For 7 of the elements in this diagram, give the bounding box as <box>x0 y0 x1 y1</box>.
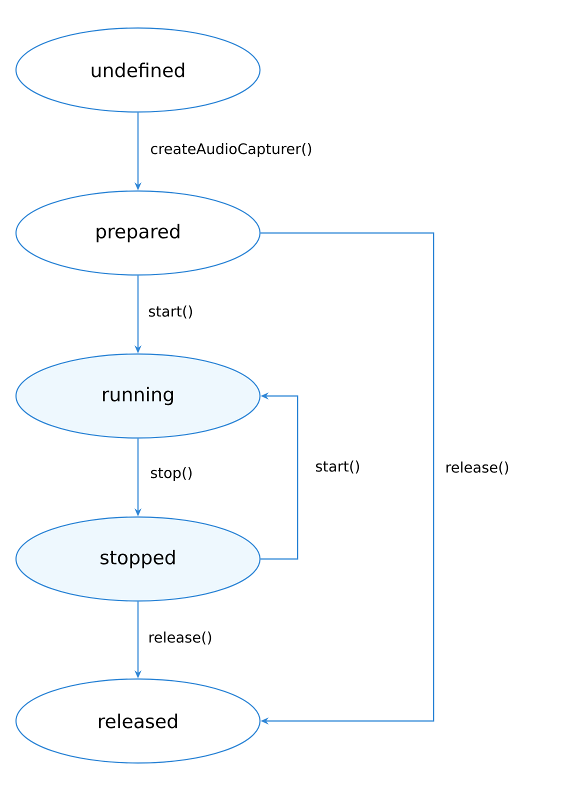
edge-label: start() <box>147 304 194 320</box>
arrow <box>260 232 434 725</box>
edge-label: release() <box>147 630 214 646</box>
edge-label: release() <box>444 460 510 476</box>
edge-label: start() <box>314 460 362 474</box>
edge-label: stop() <box>149 466 194 482</box>
edge-label: createAudioCapturer() <box>149 142 314 158</box>
